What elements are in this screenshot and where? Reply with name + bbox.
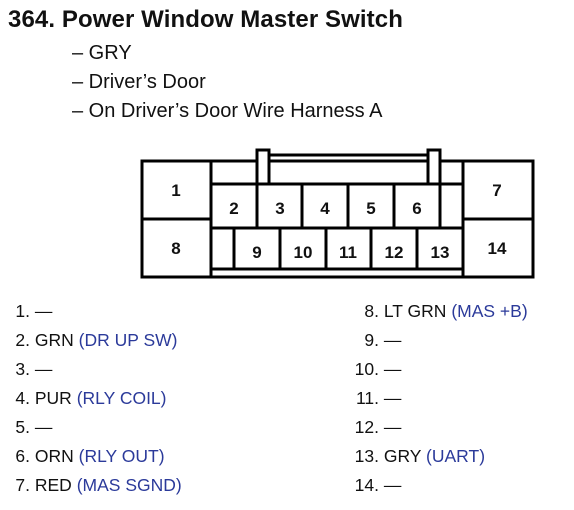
cavity-14: 14 [488, 239, 507, 258]
pin-row: 12. — [354, 417, 402, 437]
cavity-4: 4 [320, 199, 330, 218]
pin-row: 14. — [354, 475, 402, 495]
pin-row: 4. PUR (RLY COIL) [15, 388, 167, 408]
cavity-11: 11 [339, 243, 357, 262]
cavity-6: 6 [412, 199, 421, 218]
pin-row: 8. LT GRN (MAS +B) [364, 301, 528, 321]
cavity-8: 8 [171, 239, 180, 258]
cavity-3: 3 [275, 199, 284, 218]
pin-row: 6. ORN (RLY OUT) [15, 446, 165, 466]
cavity-10: 10 [294, 243, 313, 262]
cavity-12: 12 [385, 243, 404, 262]
pin-row: 2. GRN (DR UP SW) [15, 330, 178, 350]
pin-row: 11. — [355, 388, 402, 408]
cavity-1: 1 [171, 181, 180, 200]
harness-line: – On Driver’s Door Wire Harness A [72, 100, 383, 122]
pin-row: 1. — [15, 301, 53, 321]
pin-row: 9. — [364, 330, 402, 350]
pin-row: 3. — [15, 359, 53, 379]
pin-row: 10. — [354, 359, 402, 379]
cavity-2: 2 [229, 199, 238, 218]
cavity-13: 13 [431, 243, 450, 262]
pin-row: 7. RED (MAS SGND) [15, 475, 182, 495]
cavity-5: 5 [366, 199, 375, 218]
pin-row: 13. GRY (UART) [354, 446, 486, 466]
pin-row: 5. — [15, 417, 53, 437]
cavity-9: 9 [252, 243, 261, 262]
color-line: – GRY [72, 42, 132, 64]
cavity-7: 7 [492, 181, 501, 200]
connector-diagram: 1 2 3 4 5 6 7 8 9 10 11 12 13 14 [140, 148, 535, 279]
location-line: – Driver’s Door [72, 71, 206, 93]
page-title: 364. Power Window Master Switch [8, 6, 403, 33]
